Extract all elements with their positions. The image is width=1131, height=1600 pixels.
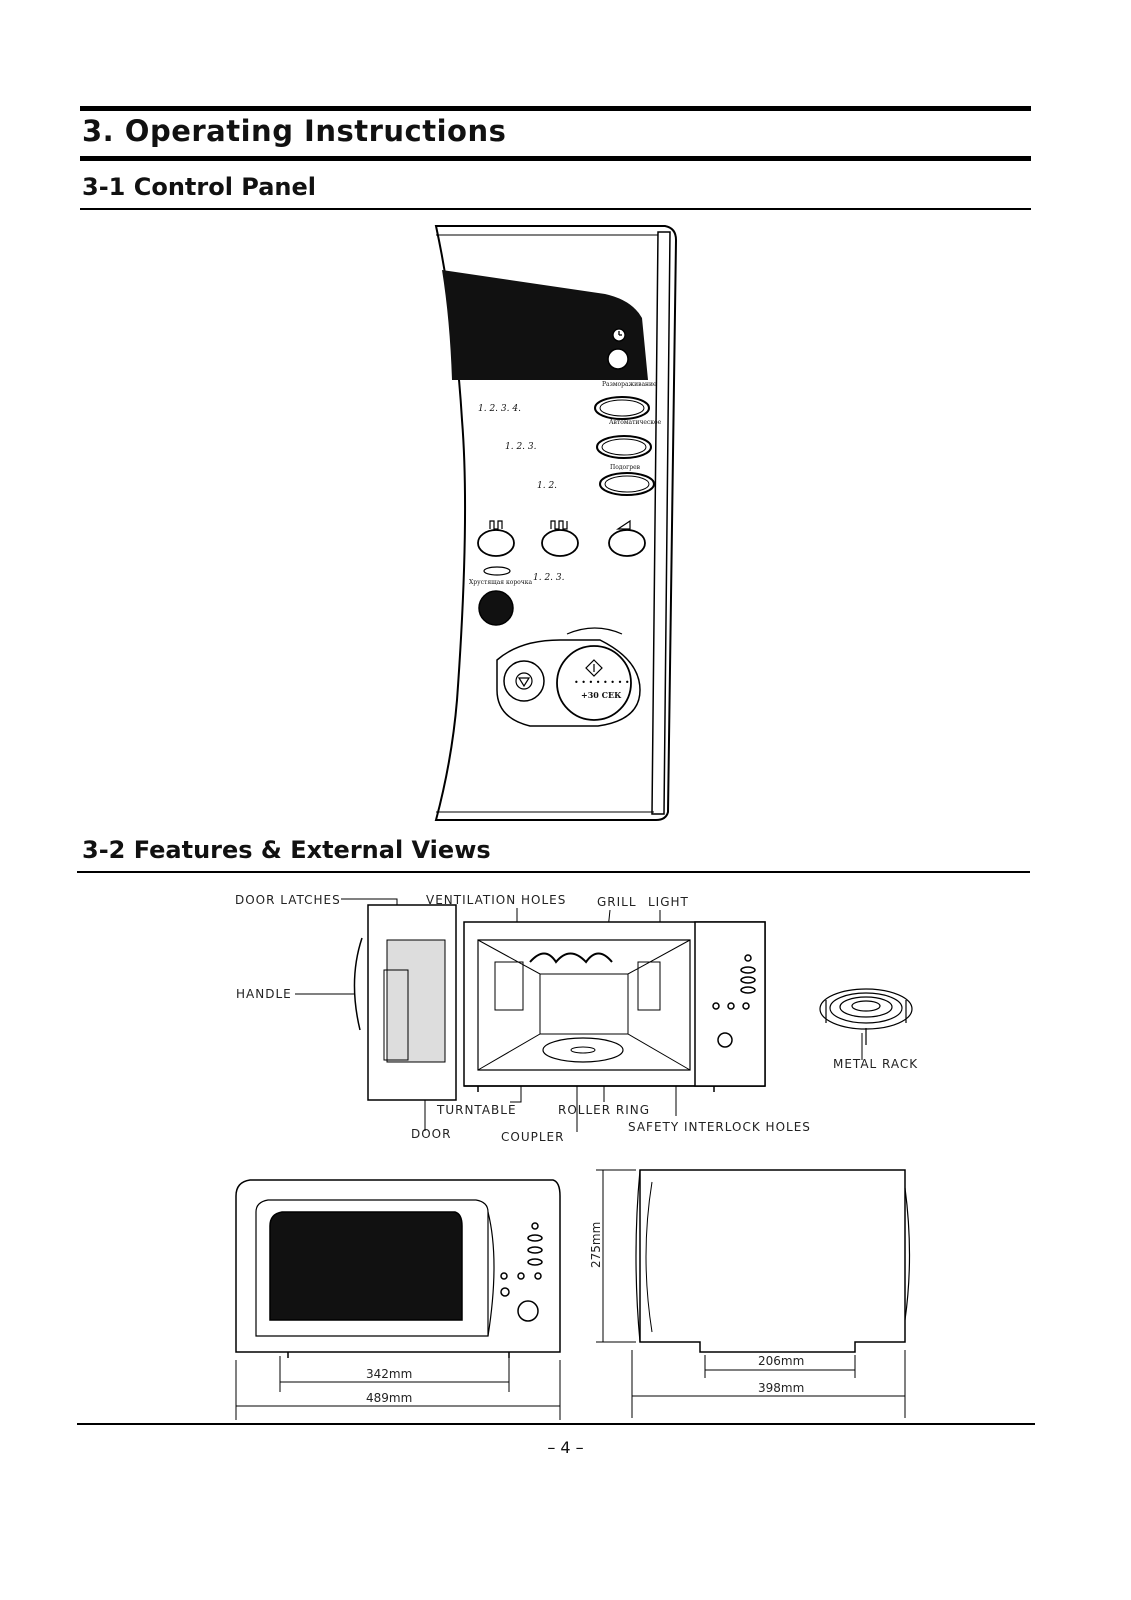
page-number: – 4 –	[547, 1438, 584, 1457]
clock-icon	[612, 328, 626, 342]
label-turntable: TURNTABLE	[436, 1103, 517, 1117]
dial-knob[interactable]	[556, 645, 632, 721]
metal-rack-illustration	[819, 988, 913, 1045]
display-window	[442, 270, 648, 380]
crust-plate-icon	[483, 566, 511, 576]
combi-button[interactable]	[541, 529, 579, 557]
dimension-lines	[235, 1169, 906, 1420]
stop-button[interactable]	[503, 660, 545, 702]
control-panel-rule	[80, 208, 1031, 210]
label-metal-rack: METAL RACK	[833, 1057, 918, 1071]
dim-depth: 398mm	[758, 1381, 804, 1395]
dim-height: 275mm	[589, 1222, 603, 1268]
section-heading-features: 3-2 Features & External Views	[82, 836, 491, 864]
label-ventilation-holes: VENTILATION HOLES	[426, 893, 566, 907]
clock-button[interactable]	[607, 348, 629, 370]
section-heading-control-panel: 3-1 Control Panel	[82, 173, 317, 201]
start-icon	[585, 659, 603, 677]
grill-button[interactable]	[608, 529, 646, 557]
side-view-illustration	[635, 1169, 911, 1353]
defrost-button[interactable]	[594, 396, 650, 420]
defrost-label: Размораживание	[602, 381, 657, 388]
label-door: DOOR	[411, 1127, 451, 1141]
front-view-illustration	[235, 1179, 561, 1358]
auto-cook-label: Автоматическое	[609, 419, 662, 426]
dial-dots: • • • • • • • •	[574, 678, 630, 687]
label-grill: GRILL	[597, 895, 637, 909]
front-window	[269, 1211, 463, 1321]
label-roller-ring: ROLLER RING	[558, 1103, 650, 1117]
defrost-options-text: 1. 2. 3. 4.	[478, 404, 521, 414]
reheat-options-text: 1. 2.	[537, 481, 557, 491]
dial-arrow-icon	[566, 627, 623, 635]
crust-options-text: 1. 2. 3.	[533, 573, 565, 583]
auto-cook-options-text: 1. 2. 3.	[505, 442, 537, 452]
label-door-latches: DOOR LATCHES	[235, 893, 341, 907]
dim-inner-width: 342mm	[366, 1367, 412, 1381]
reheat-button[interactable]	[599, 472, 655, 496]
title-bottom-rule	[80, 156, 1031, 161]
microwave-button[interactable]	[477, 529, 515, 557]
plus-30-sec-label: +30 СЕК	[581, 690, 622, 700]
grill-icon	[616, 519, 631, 530]
label-handle: HANDLE	[236, 987, 292, 1001]
dim-outer-width: 489mm	[366, 1391, 412, 1405]
microwave-icon	[489, 520, 503, 530]
reheat-label: Подогрев	[610, 464, 641, 471]
crust-cook-button[interactable]	[478, 590, 514, 626]
stop-icon	[515, 672, 533, 690]
footer-rule	[77, 1423, 1035, 1425]
page-title: 3. Operating Instructions	[82, 114, 507, 148]
combi-icon	[550, 520, 568, 530]
label-safety-interlock-holes: SAFETY INTERLOCK HOLES	[628, 1120, 811, 1134]
turntable	[542, 1037, 624, 1063]
open-microwave-illustration	[353, 904, 766, 1101]
label-coupler: COUPLER	[501, 1130, 564, 1144]
crust-label: Хрустящая корочка	[469, 579, 532, 586]
dim-foot-span: 206mm	[758, 1354, 804, 1368]
features-rule	[77, 871, 1030, 873]
label-light: LIGHT	[648, 895, 689, 909]
auto-cook-button[interactable]	[596, 435, 652, 459]
title-top-rule	[80, 106, 1031, 111]
